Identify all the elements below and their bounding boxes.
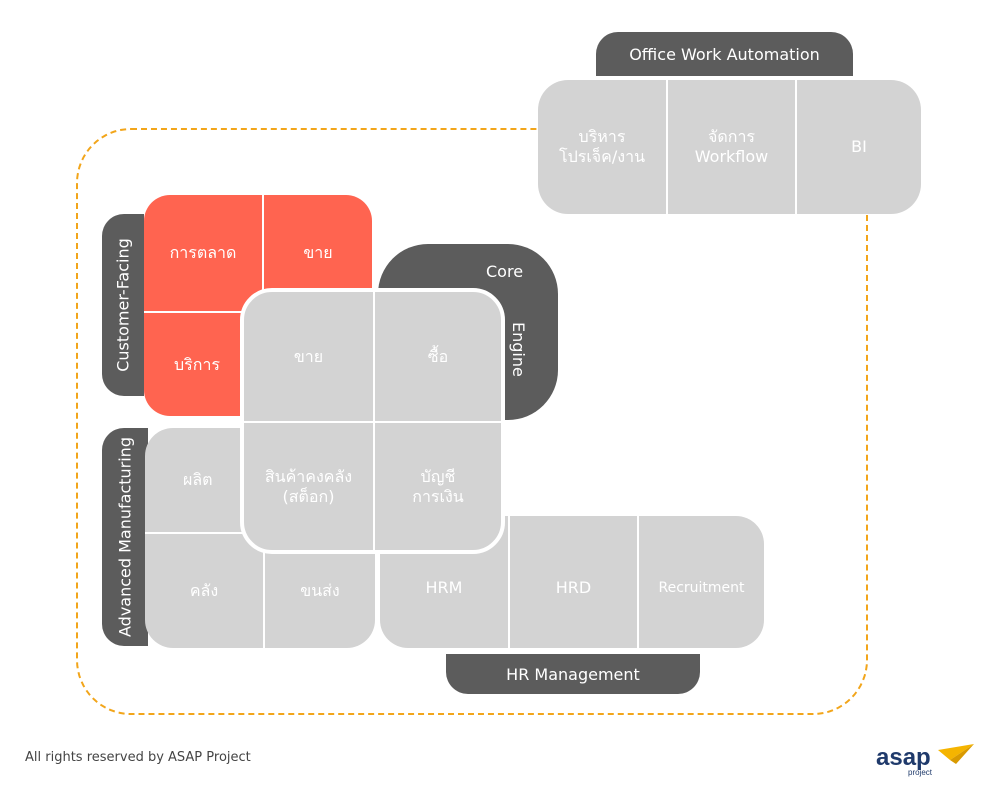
office-cell-workflow: จัดการ Workflow	[666, 80, 795, 214]
office-automation-tab: Office Work Automation	[596, 32, 853, 76]
manufacturing-cell-warehouse: คลัง	[145, 532, 263, 648]
office-automation-title: Office Work Automation	[629, 44, 820, 64]
logo-subtext: project	[908, 768, 933, 777]
hr-tab: HR Management	[446, 654, 700, 694]
office-automation-module: บริหาร โปรเจ็ค/งาน จัดการ Workflow BI	[538, 80, 921, 214]
core-engine-title-engine: Engine	[509, 322, 528, 377]
core-cell-inventory: สินค้าคงคลัง (สต็อก)	[244, 421, 373, 550]
customer-cell-sales: ขาย	[262, 195, 372, 311]
hr-title: HR Management	[506, 664, 640, 684]
hr-cell-recruitment: Recruitment	[637, 516, 764, 648]
office-cell-project: บริหาร โปรเจ็ค/งาน	[558, 127, 645, 166]
asap-logo: asap project	[872, 740, 982, 782]
hr-cell-hrd: HRD	[508, 516, 637, 648]
customer-cell-service: บริการ	[144, 311, 262, 416]
manufacturing-title: Advanced Manufacturing	[115, 437, 135, 637]
hr-cell-hrm: HRM	[425, 578, 463, 597]
paper-plane-icon	[938, 744, 974, 764]
copyright-text: All rights reserved by ASAP Project	[25, 750, 251, 765]
core-engine-title-core: Core	[486, 262, 524, 281]
manufacturing-cell-production: ผลิต	[183, 470, 213, 489]
customer-cell-marketing: การตลาด	[169, 243, 237, 262]
system-boundary	[76, 128, 868, 715]
office-cell-bi: BI	[795, 80, 921, 214]
customer-facing-title: Customer-Facing	[113, 238, 133, 372]
core-cell-purchase: ซื้อ	[373, 292, 501, 421]
core-cell-accounting: บัญชี การเงิน	[373, 421, 501, 550]
customer-facing-tab: Customer-Facing	[102, 214, 144, 396]
manufacturing-tab: Advanced Manufacturing	[102, 428, 148, 646]
core-engine-module: ขาย ซื้อ สินค้าคงคลัง (สต็อก) บัญชี การเ…	[240, 288, 505, 554]
logo-wordmark: asap	[876, 744, 931, 771]
core-cell-sales: ขาย	[293, 346, 324, 366]
